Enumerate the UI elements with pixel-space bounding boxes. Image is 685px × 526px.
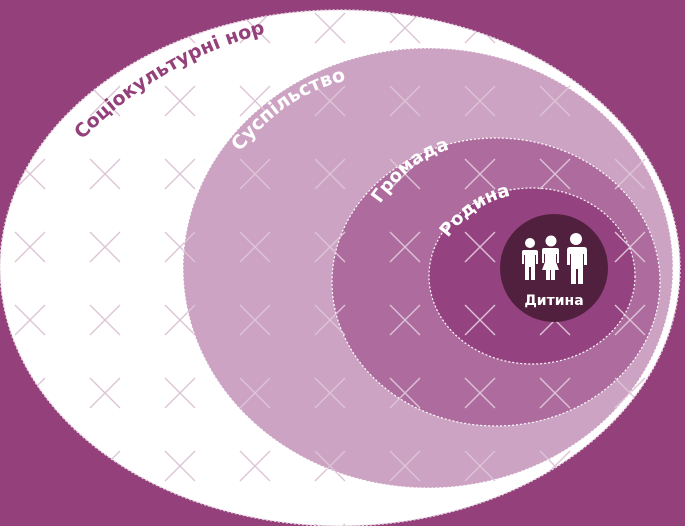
children-figures-icon <box>522 233 587 284</box>
label-child: Дитина <box>524 293 583 309</box>
